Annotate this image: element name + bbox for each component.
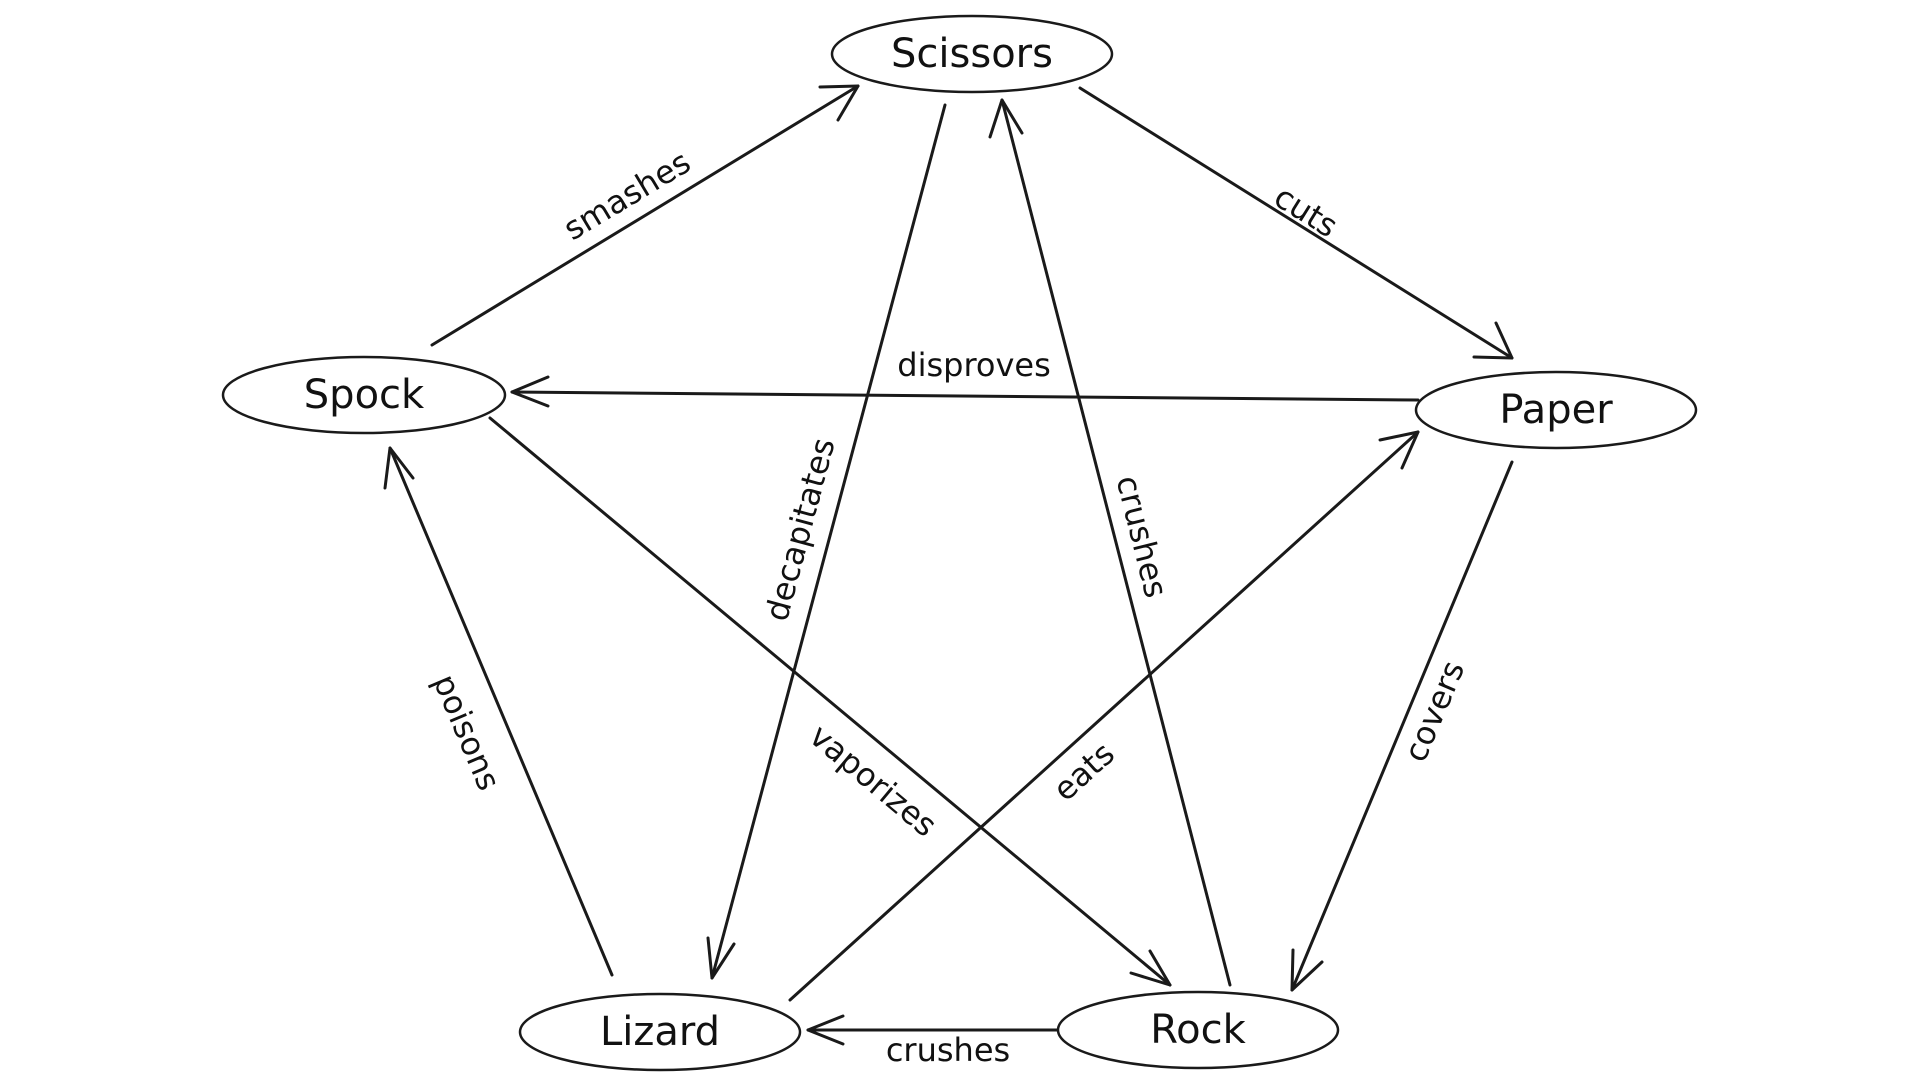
- edge-line: [710, 103, 947, 980]
- edge-rock-crushes-lizard: [806, 1014, 1060, 1046]
- arrow-head: [1472, 321, 1514, 360]
- edge-line: [1078, 86, 1514, 360]
- arrow-head: [383, 446, 415, 490]
- node-ellipse: [1056, 990, 1340, 1070]
- node-ellipse: [1414, 370, 1698, 450]
- edge-label-cuts: cuts: [1268, 177, 1345, 245]
- node-label-spock: Spock: [304, 372, 425, 418]
- arrow-head: [510, 375, 550, 408]
- edge-label-disproves: disproves: [897, 346, 1051, 384]
- edge-line: [510, 390, 1420, 402]
- arrow-head: [806, 1014, 845, 1046]
- edge-rock-crushes-scissors: [988, 98, 1232, 987]
- arrow-head: [818, 84, 860, 122]
- node-label-paper: Paper: [1499, 387, 1613, 433]
- edge-line: [430, 84, 860, 347]
- edge-scissors-cuts-paper: [1078, 86, 1514, 360]
- edge-label-eats: eats: [1045, 734, 1121, 808]
- edge-label-poisons: poisons: [426, 669, 509, 796]
- edge-line: [788, 430, 1420, 1002]
- node-ellipse: [518, 992, 802, 1072]
- edge-lizard-poisons-spock: [383, 446, 614, 977]
- edge-label-crushes-scissors: crushes: [1108, 472, 1175, 602]
- edge-line: [488, 416, 1172, 987]
- node-label-lizard: Lizard: [600, 1009, 720, 1055]
- node-ellipse: [221, 355, 507, 435]
- node-label-rock: Rock: [1150, 1007, 1246, 1053]
- arrow-head: [1129, 949, 1172, 987]
- edge-spock-vaporizes-rock: [488, 416, 1172, 987]
- edge-scissors-decapitates-lizard: [706, 103, 947, 980]
- edge-label-decapitates: decapitates: [757, 434, 842, 625]
- arrow-head: [706, 936, 736, 980]
- node-spock: Spock: [221, 355, 507, 435]
- arrow-head: [1378, 430, 1420, 470]
- edge-line: [388, 446, 614, 977]
- node-lizard: Lizard: [518, 992, 802, 1072]
- nodes: Scissors Spock Paper Lizard Rock: [221, 14, 1698, 1072]
- edge-label-crushes-lizard: crushes: [886, 1031, 1010, 1069]
- edge-line: [1290, 460, 1514, 992]
- edge-paper-covers-rock: [1290, 460, 1514, 992]
- node-scissors: Scissors: [830, 14, 1114, 94]
- node-ellipse: [830, 14, 1114, 94]
- node-label-scissors: Scissors: [891, 31, 1053, 77]
- edges: [383, 84, 1514, 1046]
- edge-lizard-eats-paper: [788, 430, 1420, 1002]
- edge-labels: cuts covers crushes poisons smashes deca…: [426, 143, 1473, 1069]
- arrow-head: [1290, 948, 1324, 992]
- node-rock: Rock: [1056, 990, 1340, 1070]
- edge-spock-smashes-scissors: [430, 84, 860, 347]
- node-paper: Paper: [1414, 370, 1698, 450]
- arrow-head: [988, 98, 1024, 139]
- edge-paper-disproves-spock: [510, 375, 1420, 408]
- edge-line: [1000, 98, 1232, 987]
